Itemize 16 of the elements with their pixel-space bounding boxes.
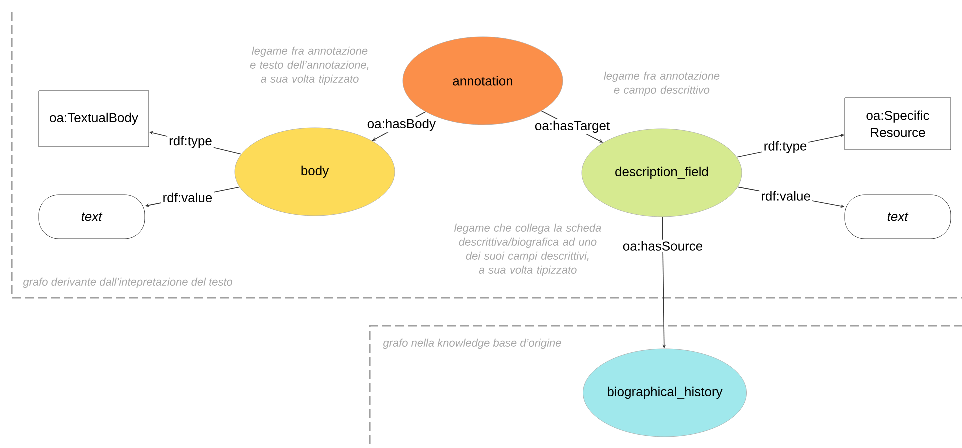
class-box: oa:TextualBody	[38, 90, 150, 148]
edge-label: rdf:value	[161, 191, 214, 204]
edge-label: oa:hasBody	[366, 118, 438, 133]
ellipse-node: body	[234, 128, 396, 216]
annotation-note: legame che collega la scheda descrittiva/biografica ad uno dei suoi campi descrittivi, a sua volta tipizzato	[454, 224, 602, 276]
edge-label: oa:hasTarget	[533, 119, 612, 135]
edge-label: rdf:value	[760, 190, 812, 202]
literal-box: text	[38, 194, 146, 240]
annotation-note: legame fra annotazione e testo dell’annotazione, a sua volta tipizzato	[250, 46, 369, 86]
edge-label: rdf:type	[762, 140, 809, 155]
literal-box: text	[844, 194, 952, 240]
class-box: oa:Specific Resource	[844, 98, 952, 150]
ellipse-node: biographical_history	[583, 348, 747, 438]
edge-label: oa:hasSource	[621, 240, 705, 252]
annotation-note: legame fra annotazione e campo descrittivo	[604, 72, 720, 96]
edge-label: rdf:type	[168, 134, 214, 150]
